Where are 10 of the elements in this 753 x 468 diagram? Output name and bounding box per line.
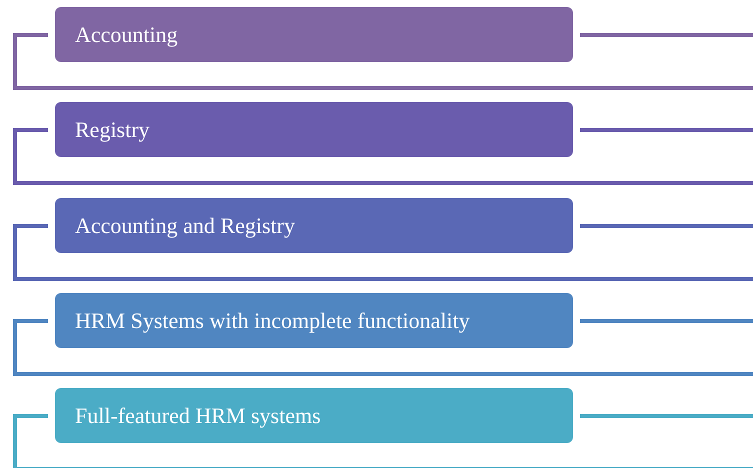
box-label: Registry: [75, 116, 151, 142]
process-box: [55, 388, 573, 443]
box-label: HRM Systems with incomplete functionality: [75, 308, 471, 334]
process-box: [55, 7, 573, 62]
process-box: [55, 102, 573, 157]
process-box: [55, 198, 573, 253]
box-label: Full-featured HRM systems: [75, 402, 322, 428]
box-label: Accounting: [75, 22, 179, 48]
process-box: [55, 293, 573, 348]
box-label: Accounting and Registry: [75, 212, 296, 238]
